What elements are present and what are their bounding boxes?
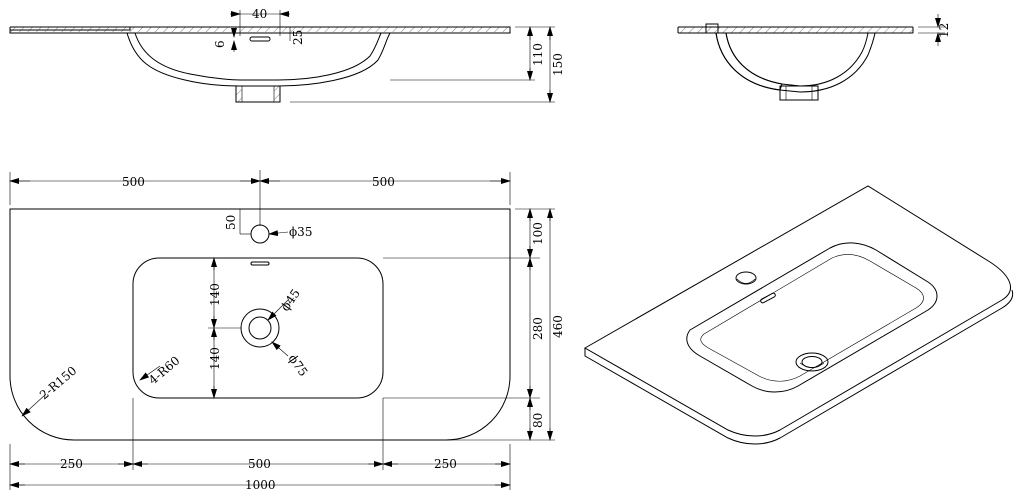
dim-280: 280 [531,317,545,340]
isometric-view [583,185,1014,445]
dim-140-top: 140 [208,283,222,306]
section-drain [235,85,281,103]
front-section-view: 40 6 25 110 150 [9,7,565,103]
dim-500-right: 500 [372,175,395,189]
iso-slab-edge [584,289,1014,445]
section-bowl-inner [134,32,382,81]
label-bowl-radius: 4-R60 [146,353,183,387]
iso-top-outline [583,185,1012,437]
plan-view: 500 500 50 ϕ35 140 140 ϕ45 ϕ75 [9,170,565,492]
dim-110: 110 [531,43,545,66]
label-tap-hole: ϕ35 [289,225,312,239]
section-slab-hatch [10,27,510,32]
label-drain-inner: ϕ45 [278,286,303,313]
iso-overflow-slot [760,292,776,304]
dim-25: 25 [291,30,305,45]
side-bowl-inner [725,32,869,87]
iso-drain-outer [795,352,829,372]
dim-250-left: 250 [60,457,83,471]
dim-1000: 1000 [245,478,276,492]
dim-250-right: 250 [434,457,457,471]
label-outer-radius: 2-R150 [37,364,79,403]
dim-40: 40 [252,7,267,21]
dim-80: 80 [531,413,545,428]
iso-bowl [686,242,938,393]
dim-50: 50 [224,215,238,230]
plan-bowl [132,257,384,399]
tap-hole [250,224,270,244]
dim-100: 100 [531,222,545,245]
label-drain-outer: ϕ75 [286,352,311,379]
dim-12: 12 [937,23,951,38]
dim-6: 6 [213,40,227,48]
dim-500-left: 500 [122,175,145,189]
side-section-view: 12 [677,14,951,101]
dim-500-bottom: 500 [248,457,271,471]
iso-tap-hole [735,271,757,285]
overflow-slot [249,36,271,42]
dim-460: 460 [551,315,565,338]
plan-overflow-slot [250,261,270,266]
dim-140-bottom: 140 [208,347,222,370]
drain-inner [248,316,272,340]
plan-outline [9,208,511,441]
dim-150: 150 [551,53,565,76]
